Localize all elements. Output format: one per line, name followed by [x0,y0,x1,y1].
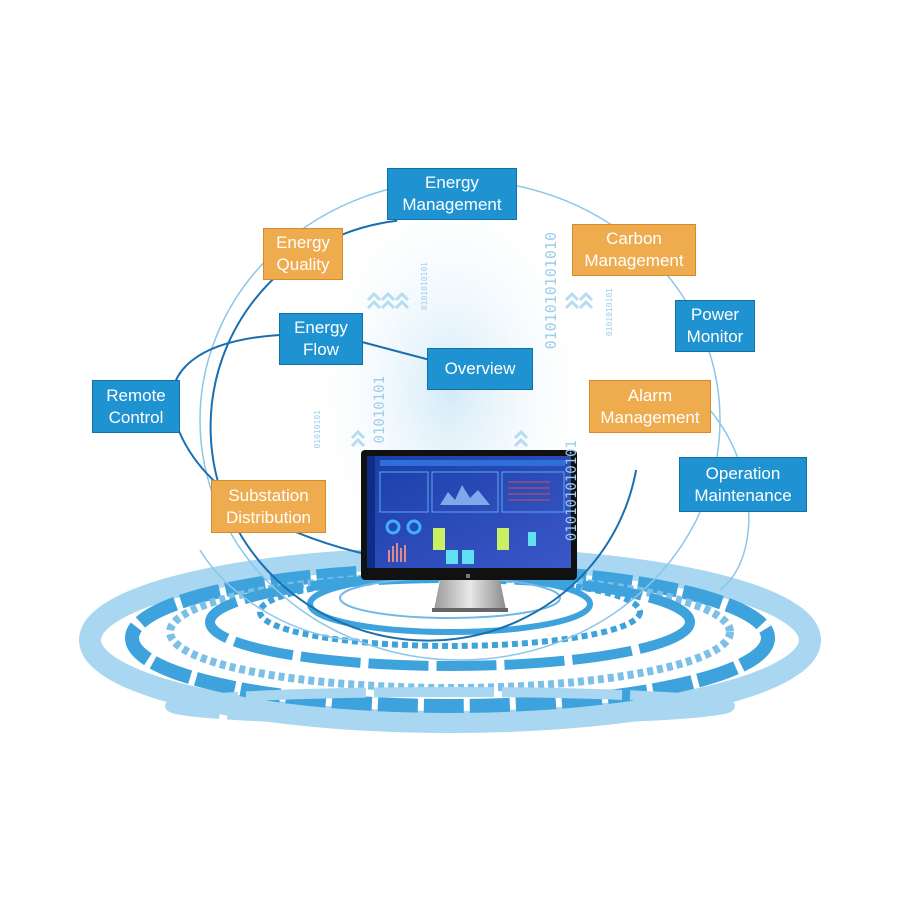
binary-stream: 01010101 [372,376,388,444]
module-label: Energy Management [402,173,502,214]
module-power-monitor[interactable]: Power Monitor [675,300,755,352]
module-label: Power Monitor [686,305,744,346]
module-overview[interactable]: Overview [427,348,533,390]
module-label: Energy Flow [294,318,348,359]
module-label: Remote Control [106,385,166,427]
module-label: Alarm Management [600,385,700,427]
binary-stream: 0101010101010 [542,232,560,350]
module-substation-distribution[interactable]: Substation Distribution [211,480,326,533]
module-energy-flow[interactable]: Energy Flow [279,313,363,365]
module-label: Substation Distribution [225,485,312,527]
module-label: Overview [444,359,516,378]
binary-stream: 0101010101 [605,288,614,337]
module-label: Energy Quality [276,233,330,274]
monitor-dashboard-icon [361,450,577,612]
binary-stream: 01010101 [313,410,322,449]
binary-stream: 0101010101 [420,262,429,311]
module-remote-control[interactable]: Remote Control [92,380,180,433]
binary-stream: 010101010101 [564,440,580,542]
chevron-arrows-icon [350,291,594,448]
module-carbon-management[interactable]: Carbon Management [572,224,696,276]
module-energy-management[interactable]: Energy Management [387,168,517,220]
module-label: Operation Maintenance [694,463,792,505]
module-energy-quality[interactable]: Energy Quality [263,228,343,280]
module-label: Carbon Management [584,229,684,270]
module-operation-maintenance[interactable]: Operation Maintenance [679,457,807,512]
module-alarm-management[interactable]: Alarm Management [589,380,711,433]
